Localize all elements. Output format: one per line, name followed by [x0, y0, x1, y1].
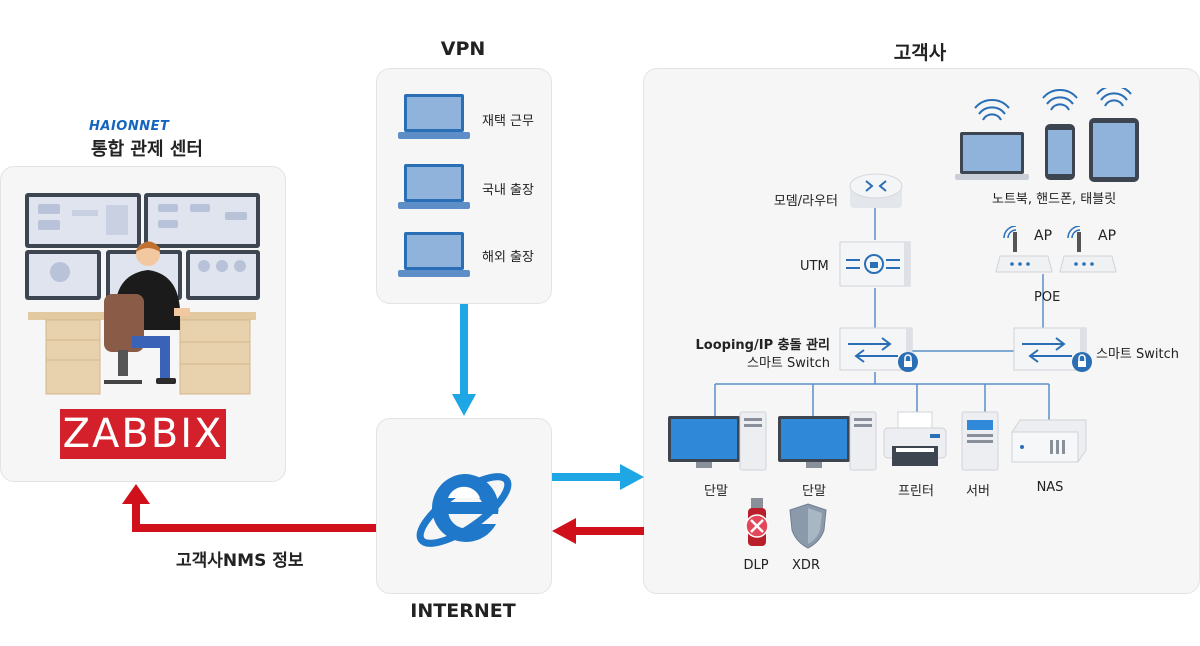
- server-icon: [960, 410, 1000, 472]
- device-label-terminal-2: 단말: [802, 484, 826, 499]
- network-lines: [643, 68, 1198, 592]
- internet-to-customer-arrow: [552, 464, 644, 490]
- device-label-printer: 프린터: [898, 484, 934, 499]
- device-label-terminal-1: 단말: [704, 484, 728, 499]
- ap-2-icon: [1058, 226, 1118, 276]
- smart-switch-left-icon: [838, 326, 922, 374]
- vpn-item-1: 재택 근무: [482, 114, 534, 129]
- vpn-title: VPN: [440, 38, 486, 60]
- utm-icon: [838, 240, 912, 288]
- zabbix-logo: ZABBIX: [60, 409, 226, 459]
- center-title: 통합 관제 센터: [91, 139, 203, 160]
- ap-1-icon: [994, 226, 1054, 276]
- internet-to-center-arrow: [118, 484, 378, 540]
- haionnet-logo: HAIONNET: [89, 119, 170, 134]
- ap-2-label: AP: [1098, 228, 1117, 244]
- dlp-label: DLP: [743, 558, 769, 573]
- smart-switch-right-icon: [1012, 326, 1096, 374]
- vpn-laptop-3: [398, 230, 470, 280]
- switch-left-label-line2: 스마트 Switch: [747, 356, 830, 371]
- nms-info-label: 고객사NMS 정보: [176, 551, 304, 571]
- ap-1-label: AP: [1034, 228, 1053, 244]
- dlp-icon: [740, 498, 774, 550]
- mobile-devices-label: 노트북, 핸드폰, 태블릿: [992, 192, 1117, 207]
- vpn-to-internet-arrow: [452, 304, 476, 416]
- vpn-laptop-1: [398, 92, 470, 142]
- internet-explorer-icon: [408, 452, 520, 562]
- modem-label: 모뎀/라우터: [773, 194, 838, 209]
- utm-label: UTM: [800, 259, 829, 274]
- xdr-label: XDR: [792, 558, 820, 573]
- vpn-item-3: 해외 출장: [482, 250, 534, 265]
- device-label-nas: NAS: [1036, 480, 1064, 495]
- vpn-laptop-2: [398, 162, 470, 212]
- poe-label: POE: [1034, 290, 1061, 305]
- mobile-devices-icon: [955, 88, 1145, 184]
- customer-to-internet-arrow: [552, 518, 644, 544]
- switch-left-label-line1: Looping/IP 충돌 관리: [695, 338, 830, 353]
- xdr-shield-icon: [788, 502, 828, 550]
- customer-title: 고객사: [893, 42, 947, 64]
- modem-router-icon: [848, 172, 904, 212]
- terminal-1-icon: [666, 410, 770, 472]
- internet-title: INTERNET: [410, 600, 516, 622]
- device-label-server: 서버: [966, 484, 990, 499]
- nas-icon: [1010, 418, 1088, 466]
- terminal-2-icon: [776, 410, 880, 472]
- vpn-item-2: 국내 출장: [482, 183, 534, 198]
- printer-icon: [882, 410, 948, 470]
- switch-right-label: 스마트 Switch: [1096, 347, 1179, 362]
- control-room-illustration: [20, 190, 265, 395]
